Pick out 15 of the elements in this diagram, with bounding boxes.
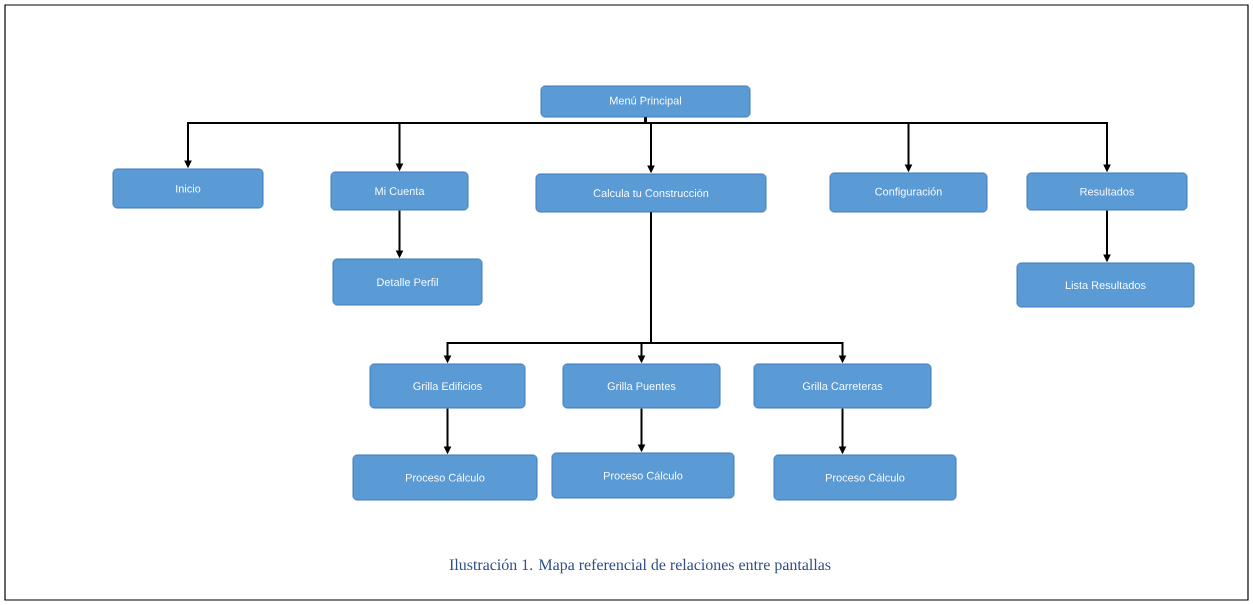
menu-box: Configuración: [829, 172, 988, 213]
menu-box: Menú Principal: [540, 85, 751, 118]
menu-box: Mi Cuenta: [330, 171, 469, 211]
caption: Ilustración 1. Mapa referencial de relaciones entre pantallas: [449, 558, 831, 574]
menu-box: Proceso Cálculo: [773, 454, 957, 501]
menu-box: Lista Resultados: [1016, 262, 1195, 308]
menu-box: Calcula tu Construcción: [535, 173, 767, 213]
menu-box: Grilla Puentes: [562, 363, 721, 409]
menu-box: Resultados: [1026, 172, 1188, 211]
menu-box: Grilla Edificios: [369, 363, 526, 409]
menu-box: Proceso Cálculo: [352, 454, 538, 501]
menu-box: Proceso Cálculo: [551, 452, 735, 499]
menu-box: Grilla Carreteras: [753, 363, 932, 409]
menu-box: Inicio: [112, 168, 264, 209]
menu-box: Detalle Perfil: [332, 258, 483, 306]
